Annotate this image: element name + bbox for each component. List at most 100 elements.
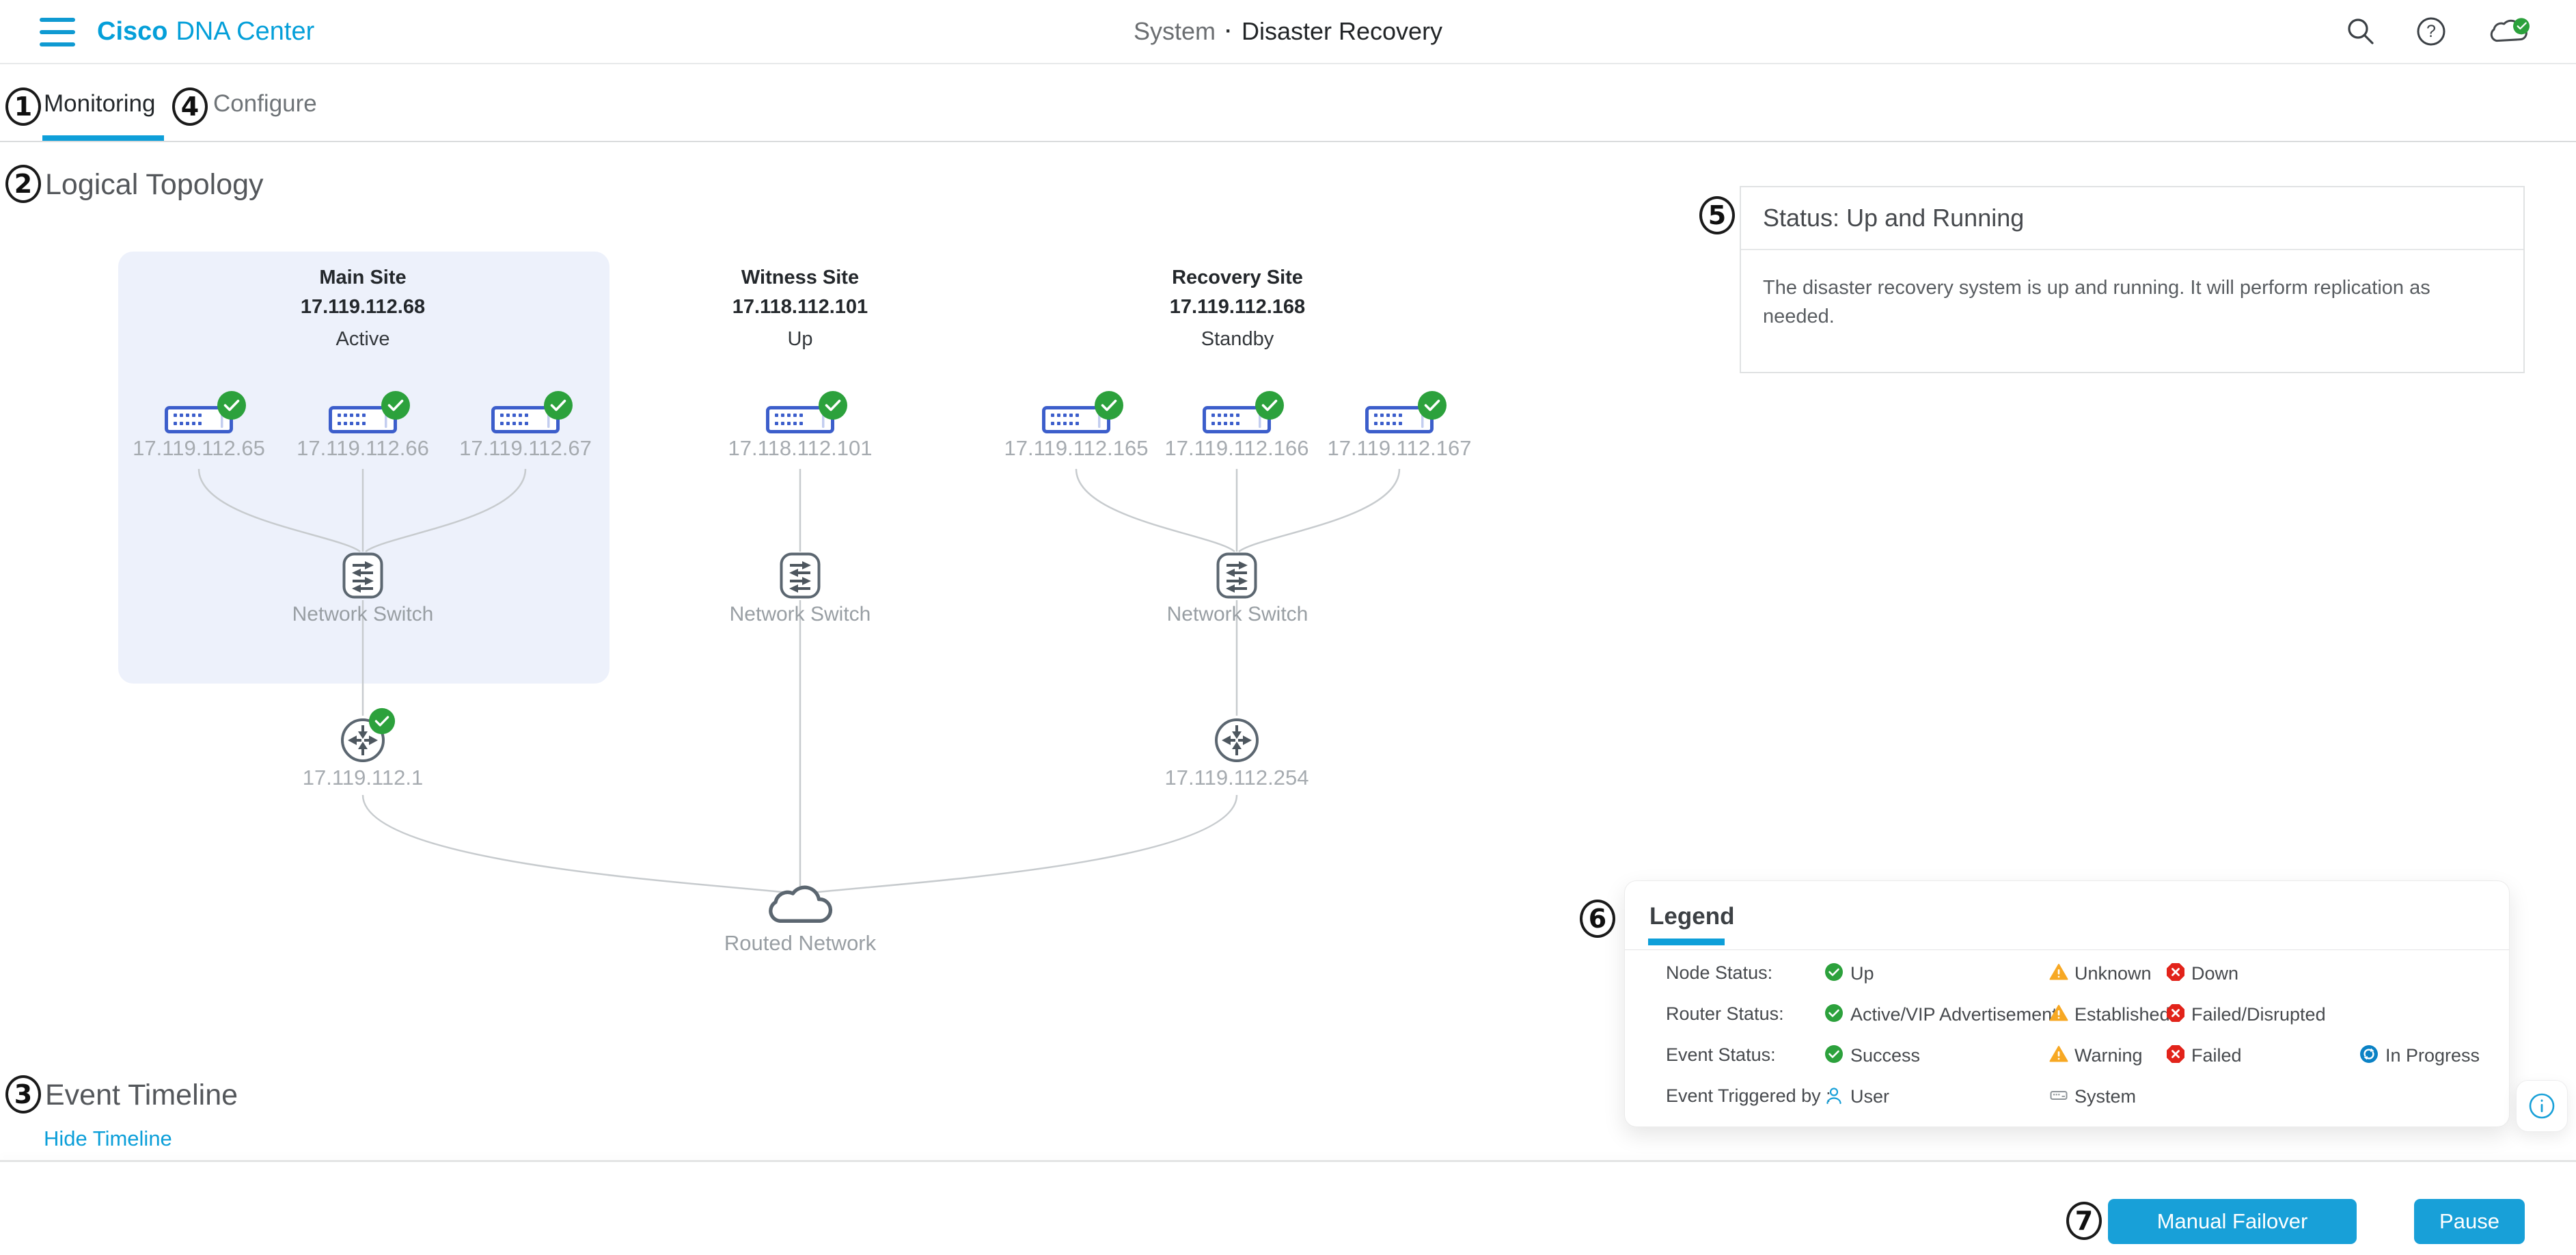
- status-up-badge: [368, 707, 396, 735]
- server-node-icon: [165, 406, 233, 433]
- site-vip: 17.119.112.168: [1169, 296, 1306, 318]
- breadcrumb-section: System: [1133, 17, 1216, 45]
- router-icon: [1215, 718, 1259, 762]
- pause-button[interactable]: Pause: [2414, 1199, 2525, 1244]
- annotation-2: 2: [5, 165, 41, 203]
- main-site-card: [118, 252, 609, 684]
- status-panel-body: The disaster recovery system is up and r…: [1763, 277, 2430, 327]
- hide-timeline-link[interactable]: Hide Timeline: [44, 1126, 172, 1150]
- legend-row-label: Router Status:: [1666, 1003, 1784, 1024]
- site-vip: 17.118.112.101: [732, 296, 868, 318]
- witness-site-header: Witness Site 17.118.112.101 Up: [622, 267, 978, 351]
- logical-topology-canvas: Main Site 17.119.112.68 Active Witness S…: [0, 226, 1606, 1012]
- node-ip-label: 17.119.112.166: [1164, 436, 1309, 460]
- event-timeline-title: Event Timeline: [45, 1079, 238, 1111]
- legend-item-label: Unknown: [2074, 963, 2152, 984]
- success-icon: [1825, 1004, 1843, 1022]
- network-switch-icon: [780, 552, 821, 599]
- tab-configure[interactable]: Configure: [213, 90, 317, 117]
- cluster-node[interactable]: 17.119.112.65: [133, 391, 265, 460]
- network-switch-icon: [1216, 552, 1257, 599]
- cluster-node[interactable]: 17.119.112.66: [297, 391, 429, 460]
- routed-network-label: Routed Network: [724, 931, 877, 955]
- status-up-badge: [1418, 391, 1447, 420]
- failed-icon: [2167, 1004, 2184, 1022]
- legend-item-label: Warning: [2074, 1045, 2143, 1066]
- user-icon: [1826, 1088, 1841, 1105]
- annotation-7: 7: [2066, 1202, 2102, 1240]
- network-switch[interactable]: [342, 552, 383, 602]
- node-ip-label: 17.119.112.167: [1327, 436, 1472, 460]
- legend-row-label: Event Triggered by :: [1666, 1085, 1831, 1106]
- legend-item-label: In Progress: [2385, 1045, 2480, 1066]
- server-node-icon: [329, 406, 397, 433]
- warning-icon: [2049, 1005, 2068, 1021]
- failed-icon: [2167, 1045, 2184, 1063]
- tab-monitoring[interactable]: Monitoring: [44, 90, 156, 117]
- node-ip-label: 17.119.112.67: [459, 436, 592, 460]
- legend-item-label: Success: [1850, 1045, 1921, 1066]
- node-ip-label: 17.118.112.101: [728, 436, 873, 460]
- routed-network[interactable]: [762, 879, 838, 933]
- menu-icon[interactable]: [40, 18, 75, 46]
- header-actions: ?: [2345, 0, 2534, 63]
- network-switch-label: Network Switch: [1166, 603, 1308, 625]
- site-state: Standby: [1201, 328, 1274, 350]
- node-ip-label: 17.119.112.65: [133, 436, 265, 460]
- status-panel: Status: Up and Running The disaster reco…: [1740, 186, 2525, 373]
- breadcrumb-separator: ·: [1224, 20, 1232, 42]
- legend-title: Legend: [1649, 903, 1735, 930]
- cluster-node[interactable]: 17.119.112.166: [1165, 391, 1308, 460]
- annotation-5: 5: [1699, 196, 1735, 234]
- server-node-icon: [1042, 406, 1110, 433]
- legend-item-label: Up: [1850, 963, 1874, 984]
- logical-topology-title: Logical Topology: [45, 168, 264, 201]
- help-icon[interactable]: ?: [2415, 15, 2448, 48]
- network-switch[interactable]: [1216, 552, 1257, 602]
- router-ip-label: 17.119.112.1: [302, 766, 424, 790]
- site-state: Up: [787, 328, 813, 350]
- site-name: Witness Site: [741, 267, 860, 288]
- manual-failover-button[interactable]: Manual Failover: [2108, 1199, 2357, 1244]
- legend-row-label: Event Status:: [1666, 1044, 1776, 1065]
- brand-product: DNA Center: [176, 16, 315, 46]
- warning-icon: [2049, 1046, 2068, 1062]
- router[interactable]: [1214, 717, 1260, 767]
- server-node-icon: [1365, 406, 1434, 433]
- annotation-6: 6: [1580, 900, 1615, 938]
- cluster-node[interactable]: 17.119.112.67: [459, 391, 592, 460]
- cluster-node[interactable]: 17.119.112.165: [1004, 391, 1148, 460]
- network-switch-label: Network Switch: [292, 603, 434, 625]
- node-ip-label: 17.119.112.165: [1004, 436, 1149, 460]
- legend-item-label: User: [1850, 1086, 1890, 1107]
- info-icon: [2529, 1093, 2555, 1119]
- info-button[interactable]: [2516, 1080, 2568, 1132]
- status-up-badge: [381, 391, 410, 420]
- page-title: Disaster Recovery: [1241, 17, 1443, 45]
- router[interactable]: [340, 707, 396, 767]
- legend-item-label: Failed: [2191, 1045, 2242, 1066]
- breadcrumb: System · Disaster Recovery: [0, 0, 2576, 63]
- brand-cisco: Cisco: [97, 16, 168, 46]
- network-switch-icon: [342, 552, 383, 599]
- in-progress-icon: [2360, 1045, 2378, 1063]
- legend-row-router-status: Router Status: Active/VIP Advertisement …: [1625, 995, 2509, 1034]
- main-site-header: Main Site 17.119.112.68 Active: [185, 267, 540, 351]
- site-name: Recovery Site: [1172, 267, 1303, 288]
- search-icon[interactable]: [2345, 16, 2376, 47]
- status-panel-title: Status: Up and Running: [1741, 187, 2523, 250]
- cluster-node[interactable]: 17.118.112.101: [728, 391, 872, 460]
- legend-row-event-status: Event Status: Success Warning Failed In …: [1625, 1036, 2509, 1075]
- network-switch[interactable]: [780, 552, 821, 602]
- annotation-1: 1: [5, 87, 41, 126]
- annotation-4: 4: [172, 87, 208, 126]
- status-up-badge: [1255, 391, 1284, 420]
- recovery-site-header: Recovery Site 17.119.112.168 Standby: [1060, 267, 1415, 351]
- cloud-status-icon[interactable]: [2486, 14, 2534, 49]
- status-up-badge: [1095, 391, 1123, 420]
- cluster-node[interactable]: 17.119.112.167: [1328, 391, 1471, 460]
- brand-logo: Cisco DNA Center: [97, 0, 314, 63]
- legend-divider: [1625, 949, 2509, 950]
- site-name: Main Site: [319, 267, 407, 288]
- legend-title-underline: [1648, 939, 1725, 945]
